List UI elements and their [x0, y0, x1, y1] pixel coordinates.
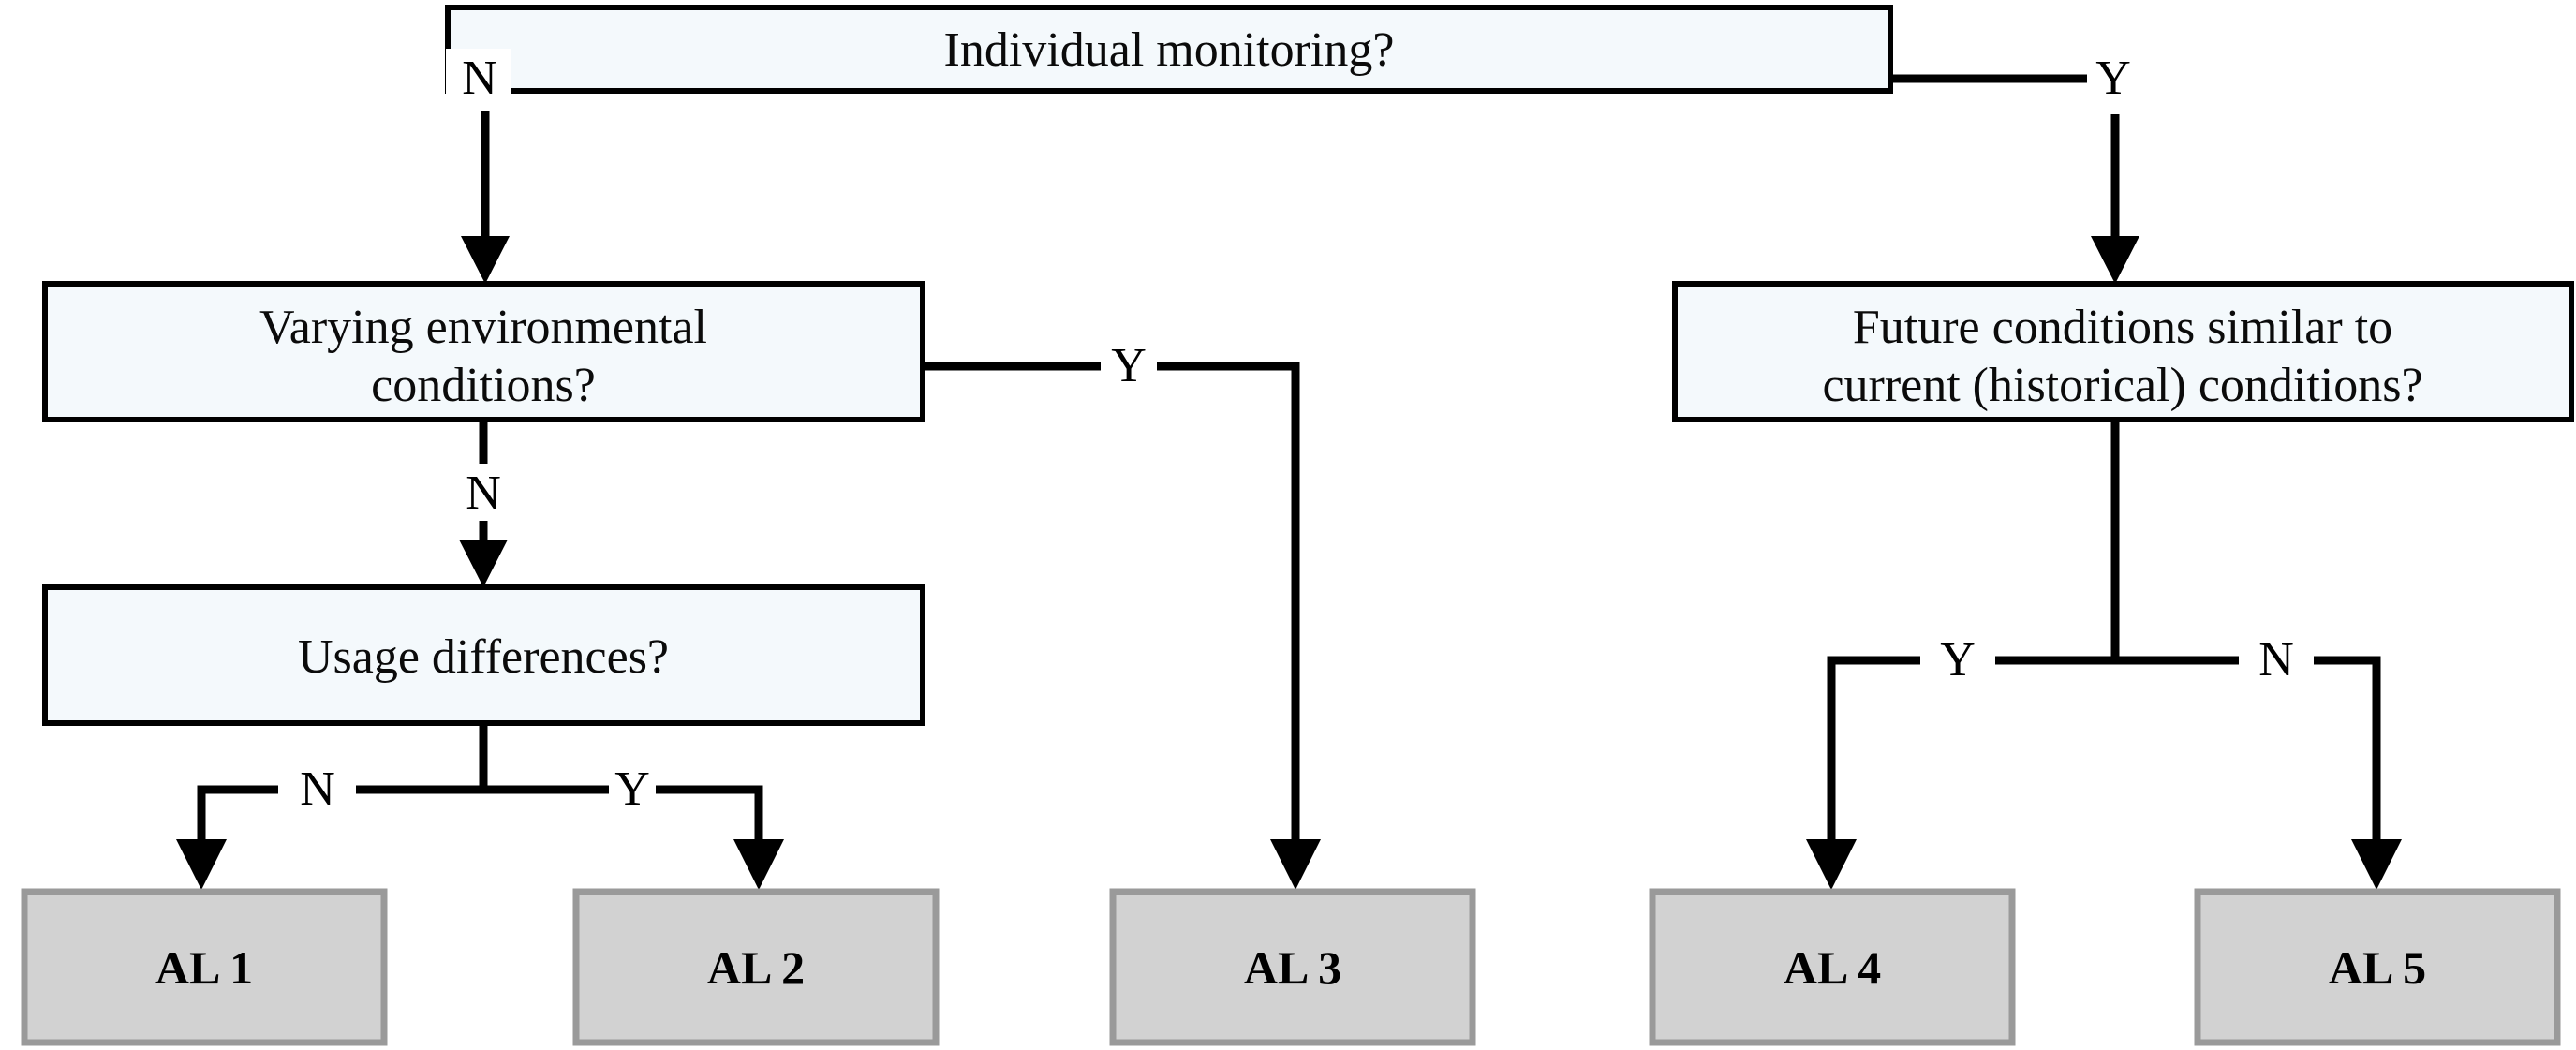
- outcome-box-al-4[interactable]: AL 4: [1649, 888, 2016, 1046]
- decision-box-future-conditions[interactable]: Future conditions similar to current (hi…: [1672, 281, 2574, 422]
- arrow-head-to-usage-differences: [459, 540, 508, 587]
- arrow-head-to-al-3: [1270, 839, 1321, 890]
- arrow-head-to-al-4: [1806, 839, 1857, 890]
- outcome-box-al-1-rect[interactable]: [21, 888, 388, 1046]
- decision-box-varying-environmental-conditions[interactable]: Varying environmental conditions?: [42, 281, 925, 422]
- edge-usage-differences-no: [176, 723, 488, 890]
- decision-box-usage-differences-rect[interactable]: [42, 584, 925, 726]
- outcome-label-al-4: AL 4: [1784, 941, 1881, 994]
- edge-varying-conditions-no: [459, 420, 508, 587]
- edge-varying-conditions-yes: [923, 362, 1321, 890]
- branch-label-individual-monitoring-no: N: [462, 52, 497, 105]
- edge-individual-monitoring-yes: [1890, 74, 2139, 284]
- branch-label-future-conditions-yes: Y: [1940, 633, 1976, 687]
- outcome-box-al-4-rect[interactable]: [1649, 888, 2016, 1046]
- outcome-label-al-1: AL 1: [155, 941, 253, 994]
- branch-label-usage-differences-yes: Y: [614, 762, 650, 816]
- branch-label-backdrop-individual-no: [446, 49, 511, 111]
- outcome-box-al-5[interactable]: AL 5: [2194, 888, 2561, 1046]
- edge-line-usage-yes-h2-v: [656, 785, 763, 860]
- arrow-head-to-varying-conditions: [461, 236, 510, 284]
- edge-line-future-yes-h2-v: [1827, 656, 1920, 860]
- edge-line-future-no-h2-v: [2314, 656, 2381, 860]
- edge-usage-differences-yes: [483, 785, 784, 890]
- outcome-label-al-5: AL 5: [2329, 941, 2426, 994]
- outcome-box-al-2[interactable]: AL 2: [572, 888, 940, 1046]
- decision-label-usage-differences: Usage differences?: [298, 630, 669, 684]
- outcome-box-al-2-rect[interactable]: [572, 888, 940, 1046]
- decision-label-varying-environmental-conditions-line1: Varying environmental: [259, 301, 707, 354]
- arrow-head-to-al-1: [176, 839, 227, 890]
- branch-label-future-conditions-no: N: [2258, 633, 2294, 687]
- outcome-label-al-2: AL 2: [707, 941, 805, 994]
- outcome-box-al-3-rect[interactable]: [1109, 888, 1476, 1046]
- arrow-head-to-al-5: [2351, 839, 2402, 890]
- decision-label-varying-environmental-conditions-line2: conditions?: [371, 359, 596, 412]
- decision-box-varying-environmental-conditions-rect[interactable]: [42, 281, 925, 422]
- decision-label-future-conditions-line1: Future conditions similar to: [1853, 301, 2392, 354]
- edge-future-conditions-yes: [1806, 420, 2120, 890]
- branch-label-varying-conditions-yes: Y: [1111, 339, 1147, 392]
- branch-label-varying-conditions-no: N: [466, 466, 501, 520]
- edge-line-varying-yes-h2-v: [1157, 362, 1300, 860]
- outcome-box-al-1[interactable]: AL 1: [21, 888, 388, 1046]
- branch-label-individual-monitoring-yes: Y: [2095, 52, 2131, 105]
- outcome-label-al-3: AL 3: [1244, 941, 1341, 994]
- outcome-box-al-5-rect[interactable]: [2194, 888, 2561, 1046]
- edge-line-usage-no-h2-v: [197, 785, 278, 860]
- branch-label-usage-differences-no: N: [300, 762, 335, 816]
- decision-box-usage-differences[interactable]: Usage differences?: [42, 584, 925, 726]
- decision-label-future-conditions-line2: current (historical) conditions?: [1822, 359, 2422, 412]
- arrow-head-to-al-2: [733, 839, 784, 890]
- outcome-box-al-3[interactable]: AL 3: [1109, 888, 1476, 1046]
- decision-label-individual-monitoring: Individual monitoring?: [944, 23, 1395, 77]
- edge-future-conditions-no: [2115, 656, 2402, 890]
- branch-labels: N Y Y N N Y Y N: [300, 49, 2294, 816]
- decision-box-individual-monitoring[interactable]: Individual monitoring?: [445, 5, 1893, 94]
- arrow-head-to-future-conditions: [2091, 236, 2139, 284]
- decision-box-future-conditions-rect[interactable]: [1672, 281, 2574, 422]
